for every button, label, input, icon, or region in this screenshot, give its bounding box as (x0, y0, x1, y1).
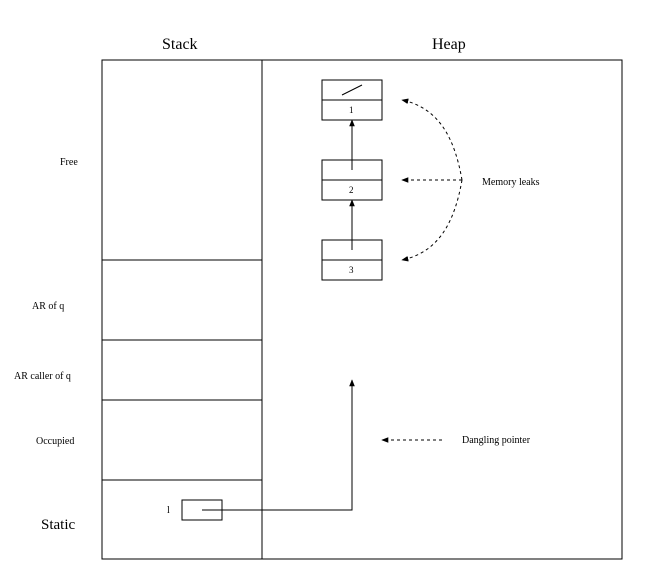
stack-label-ar-caller: AR caller of q (14, 371, 71, 382)
stack-header: Stack (162, 36, 198, 53)
leak-arrow-top (401, 98, 463, 181)
null-pointer-slash (341, 84, 363, 96)
stack-column (101, 59, 263, 560)
heap-node-1-value: 1 (349, 105, 354, 115)
static-variable-label: l (167, 505, 170, 516)
heap-node-3-value: 3 (349, 265, 354, 275)
stack-label-occupied: Occupied (36, 436, 75, 447)
memory-leaks-label: Memory leaks (482, 177, 540, 188)
heap-header: Heap (432, 36, 466, 53)
static-pointer-line (202, 379, 355, 511)
leak-arrow-bottom (401, 179, 463, 262)
heap-node-2-value: 2 (349, 185, 354, 195)
heap-column (261, 59, 623, 560)
stack-label-ar-q: AR of q (32, 301, 65, 312)
dangling-pointer-label: Dangling pointer (462, 435, 531, 446)
stack-label-static: Static (41, 517, 76, 533)
stack-label-free: Free (60, 157, 78, 168)
